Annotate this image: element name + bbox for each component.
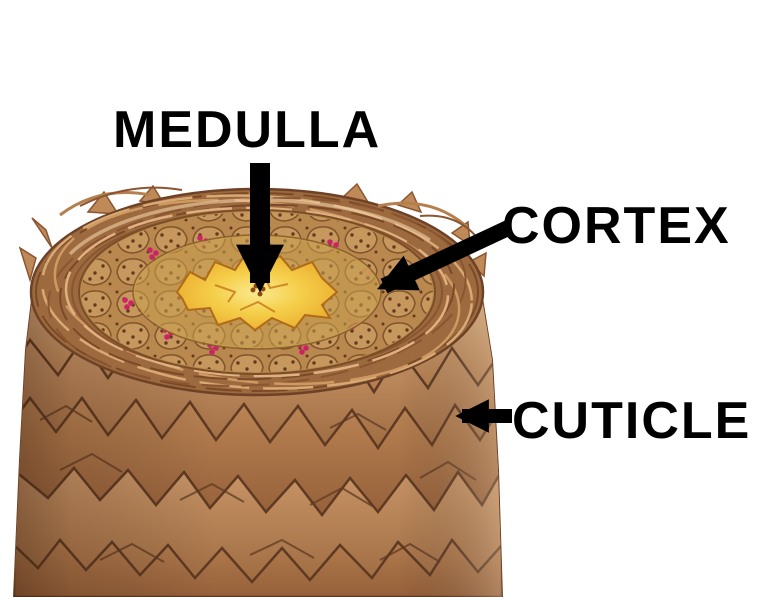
annotation-labels: MEDULLA CORTEX CUTICLE bbox=[113, 101, 751, 450]
cuticle-label: CUTICLE bbox=[512, 392, 751, 450]
cortex-label: CORTEX bbox=[502, 197, 731, 255]
medulla-label: MEDULLA bbox=[113, 101, 381, 159]
annotation-arrows bbox=[235, 163, 512, 433]
cortex-arrow bbox=[377, 220, 512, 294]
